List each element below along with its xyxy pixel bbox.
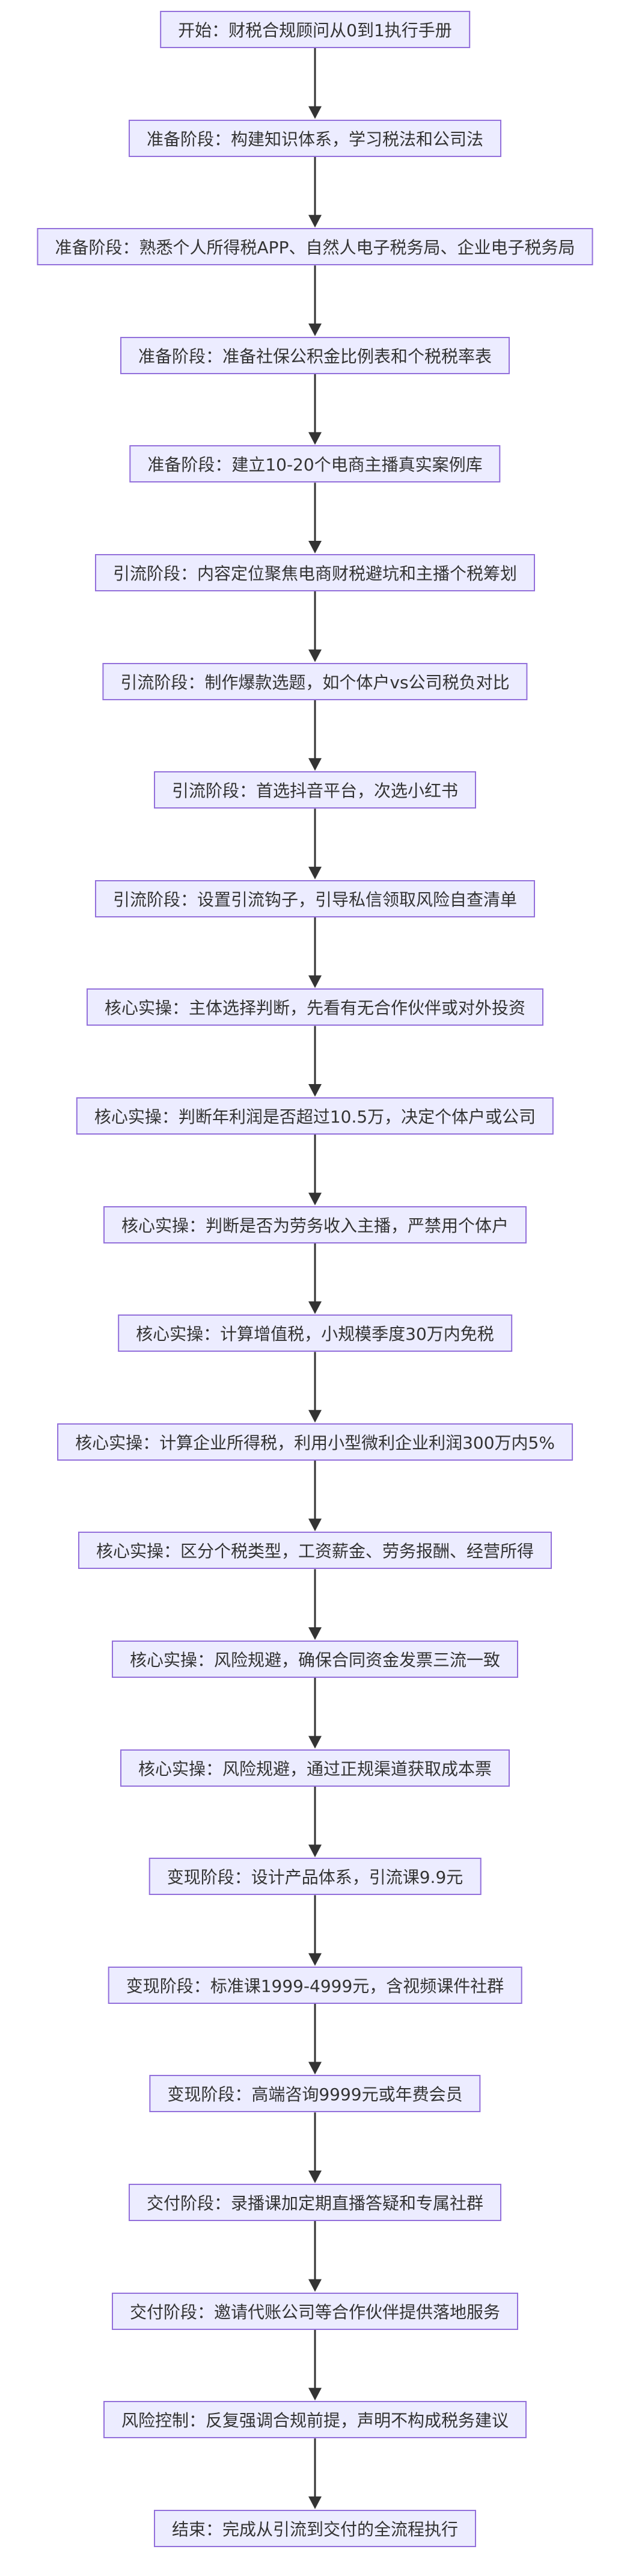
- flow-node-5: 准备阶段：建立10-20个电商主播真实案例库: [129, 445, 501, 483]
- flow-arrow-16: [308, 1678, 322, 1749]
- flow-node-12: 核心实操：判断是否为劳务收入主播，严禁用个体户: [103, 1206, 527, 1243]
- flow-arrow-9: [308, 917, 322, 988]
- flow-node-13: 核心实操：计算增值税，小规模季度30万内免税: [118, 1314, 512, 1352]
- flow-arrow-2: [308, 156, 322, 228]
- flow-arrow-1: [308, 48, 322, 119]
- flow-node-4: 准备阶段：准备社保公积金比例表和个税税率表: [120, 336, 510, 374]
- flow-arrow-10: [308, 1026, 322, 1097]
- flow-node-18: 变现阶段：设计产品体系，引流课9.9元: [148, 1858, 482, 1896]
- flow-arrow-19: [308, 2003, 322, 2075]
- flow-arrow-8: [308, 809, 322, 880]
- flow-node-2: 准备阶段：构建知识体系，学习税法和公司法: [128, 119, 502, 157]
- flow-arrow-13: [308, 1352, 322, 1423]
- flow-arrow-21: [308, 2221, 322, 2292]
- flow-arrow-7: [308, 700, 322, 771]
- flow-arrow-11: [308, 1135, 322, 1206]
- flow-node-10: 核心实操：主体选择判断，先看有无合作伙伴或对外投资: [86, 988, 544, 1026]
- flow-arrow-23: [308, 2438, 322, 2509]
- flow-arrow-3: [308, 265, 322, 336]
- flow-arrow-15: [308, 1569, 322, 1640]
- flow-arrow-4: [308, 374, 322, 445]
- flow-arrow-22: [308, 2329, 322, 2401]
- flow-node-14: 核心实操：计算企业所得税，利用小型微利企业利润300万内5%: [57, 1423, 573, 1461]
- flow-arrow-5: [308, 482, 322, 553]
- flow-node-9: 引流阶段：设置引流钩子，引导私信领取风险自查清单: [94, 880, 536, 917]
- flow-node-23: 风险控制：反复强调合规前提，声明不构成税务建议: [103, 2401, 527, 2439]
- flow-node-6: 引流阶段：内容定位聚焦电商财税避坑和主播个税筹划: [94, 554, 536, 591]
- flow-node-22: 交付阶段：邀请代账公司等合作伙伴提供落地服务: [111, 2292, 519, 2330]
- flow-node-11: 核心实操：判断年利润是否超过10.5万，决定个体户或公司: [76, 1097, 554, 1135]
- flow-arrow-14: [308, 1460, 322, 1532]
- flow-arrow-6: [308, 591, 322, 662]
- flow-node-19: 变现阶段：标准课1999-4999元，含视频课件社群: [108, 1966, 522, 2004]
- flow-node-7: 引流阶段：制作爆款选题，如个体户vs公司税负对比: [102, 662, 528, 700]
- flow-node-24: 结束：完成从引流到交付的全流程执行: [153, 2509, 477, 2547]
- flow-node-21: 交付阶段：录播课加定期直播答疑和专属社群: [128, 2184, 502, 2221]
- flow-node-20: 变现阶段：高端咨询9999元或年费会员: [149, 2075, 481, 2113]
- flow-node-1: 开始：财税合规顾问从0到1执行手册: [160, 11, 470, 48]
- flow-node-15: 核心实操：区分个税类型，工资薪金、劳务报酬、经营所得: [78, 1532, 552, 1570]
- flow-node-17: 核心实操：风险规避，通过正规渠道获取成本票: [120, 1749, 510, 1787]
- flow-arrow-18: [308, 1895, 322, 1966]
- flow-arrow-12: [308, 1243, 322, 1314]
- flow-node-3: 准备阶段：熟悉个人所得税APP、自然人电子税务局、企业电子税务局: [37, 228, 593, 266]
- flow-arrow-17: [308, 1786, 322, 1858]
- flow-arrow-20: [308, 2112, 322, 2183]
- flow-node-16: 核心实操：风险规避，确保合同资金发票三流一致: [111, 1641, 519, 1678]
- flow-node-8: 引流阶段：首选抖音平台，次选小红书: [153, 771, 477, 809]
